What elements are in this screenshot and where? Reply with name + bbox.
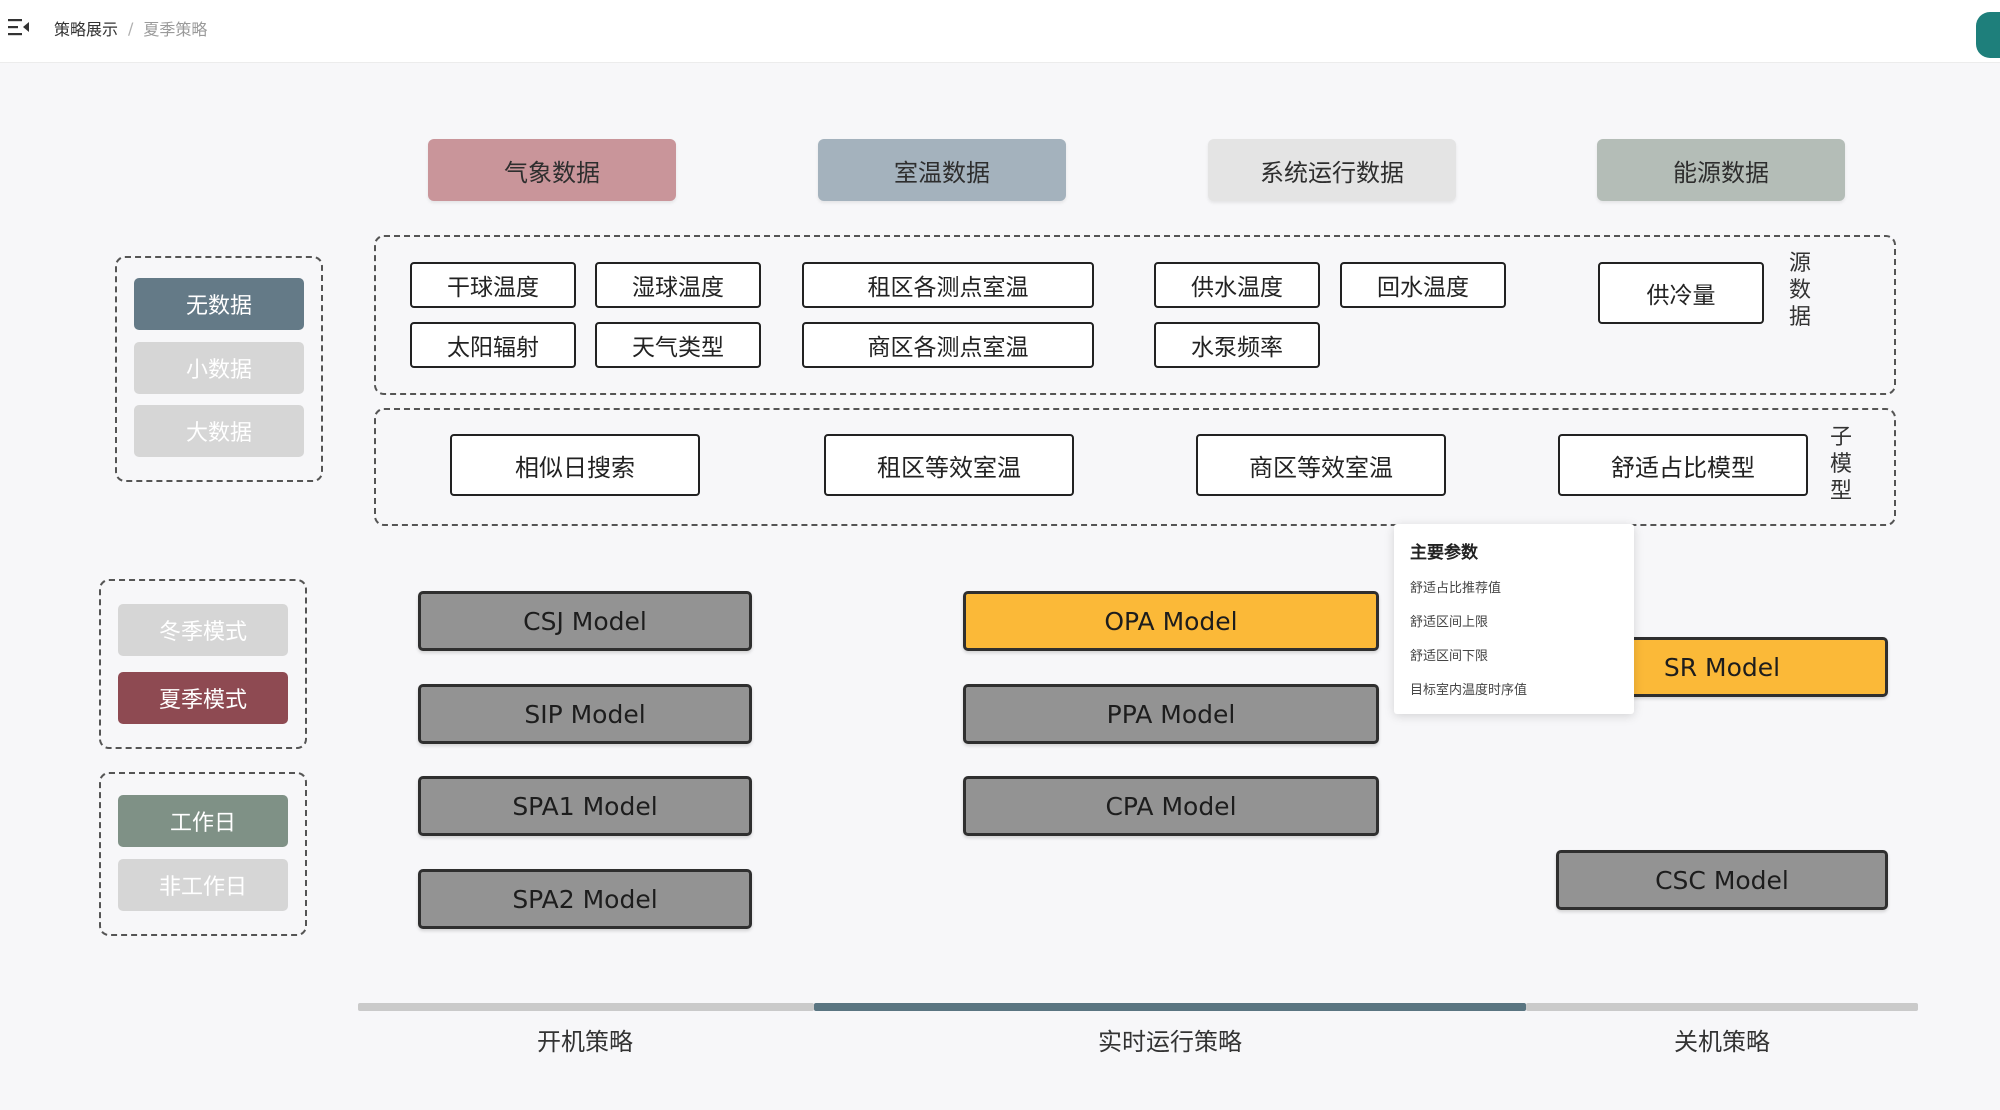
parameter-tooltip: 主要参数 舒适占比推荐值 舒适区间上限 舒适区间下限 目标室内温度时序值 <box>1394 524 1634 714</box>
day-type-group <box>99 772 307 936</box>
header-label: 气象数据 <box>504 158 600 187</box>
option-label: 非工作日 <box>158 875 247 900</box>
winter-mode-button[interactable]: 冬季模式 <box>118 604 288 656</box>
breadcrumb: 策略展示 / 夏季策略 <box>54 16 207 40</box>
top-bar: 策略展示 / 夏季策略 <box>0 0 2000 63</box>
submodel-similar-day-search: 相似日搜索 <box>450 434 700 496</box>
model-ppa[interactable]: PPA Model <box>963 684 1379 744</box>
timeline-segment-realtime <box>814 1003 1526 1011</box>
header-room-temp-data: 室温数据 <box>818 139 1066 201</box>
menu-fold-icon[interactable] <box>8 17 30 37</box>
header-label: 能源数据 <box>1673 158 1769 187</box>
header-label: 室温数据 <box>894 158 990 187</box>
model-csj[interactable]: CSJ Model <box>418 591 752 651</box>
data-size-small-button[interactable]: 小数据 <box>134 342 304 394</box>
feature-supply-water-temp: 供水温度 <box>1154 262 1320 308</box>
feature-pump-frequency: 水泵频率 <box>1154 322 1320 368</box>
feature-return-water-temp: 回水温度 <box>1340 262 1506 308</box>
breadcrumb-current: 夏季策略 <box>143 20 208 39</box>
option-label: 无数据 <box>185 294 252 319</box>
tooltip-item: 舒适区间上限 <box>1410 615 1489 630</box>
sub-model-label: 子模型 <box>1829 425 1852 504</box>
option-label: 小数据 <box>185 358 252 383</box>
timeline-label-realtime: 实时运行策略 <box>1098 1028 1242 1056</box>
feature-wet-bulb-temp: 湿球温度 <box>595 262 761 308</box>
data-size-group <box>115 256 323 482</box>
model-sr[interactable]: SR Model <box>1556 637 1888 697</box>
non-workday-button[interactable]: 非工作日 <box>118 859 288 911</box>
breadcrumb-separator: / <box>128 18 134 38</box>
model-cpa[interactable]: CPA Model <box>963 776 1379 836</box>
summer-mode-button[interactable]: 夏季模式 <box>118 672 288 724</box>
option-label: 夏季模式 <box>158 688 247 713</box>
season-group <box>99 579 307 749</box>
model-sip[interactable]: SIP Model <box>418 684 752 744</box>
breadcrumb-strategy-display[interactable]: 策略展示 <box>54 20 119 39</box>
timeline-label-shutdown: 关机策略 <box>1674 1028 1770 1056</box>
source-data-container <box>374 235 1896 395</box>
feature-dry-bulb-temp: 干球温度 <box>410 262 576 308</box>
workday-button[interactable]: 工作日 <box>118 795 288 847</box>
header-label: 系统运行数据 <box>1260 158 1404 187</box>
submodel-comfort-ratio: 舒适占比模型 <box>1558 434 1808 496</box>
source-data-label: 源数据 <box>1788 251 1811 330</box>
model-spa1[interactable]: SPA1 Model <box>418 776 752 836</box>
data-size-none-button[interactable]: 无数据 <box>134 278 304 330</box>
feature-commercial-area-room-temp: 商区各测点室温 <box>802 322 1094 368</box>
model-csc[interactable]: CSC Model <box>1556 850 1888 910</box>
option-label: 冬季模式 <box>158 620 247 645</box>
header-energy-data: 能源数据 <box>1597 139 1845 201</box>
option-label: 大数据 <box>185 421 252 446</box>
header-system-run-data: 系统运行数据 <box>1208 139 1456 201</box>
user-avatar[interactable] <box>1976 12 2000 58</box>
tooltip-item: 目标室内温度时序值 <box>1410 683 1528 698</box>
timeline-segment-shutdown <box>1526 1003 1918 1011</box>
tooltip-item: 舒适区间下限 <box>1410 649 1489 664</box>
submodel-commercial-equiv-temp: 商区等效室温 <box>1196 434 1446 496</box>
feature-weather-type: 天气类型 <box>595 322 761 368</box>
tooltip-item: 舒适占比推荐值 <box>1410 581 1502 596</box>
feature-rental-area-room-temp: 租区各测点室温 <box>802 262 1094 308</box>
option-label: 工作日 <box>169 811 236 836</box>
sub-model-container <box>374 408 1896 526</box>
data-size-large-button[interactable]: 大数据 <box>134 405 304 457</box>
feature-cooling-supply: 供冷量 <box>1598 262 1764 324</box>
tooltip-title: 主要参数 <box>1410 543 1478 563</box>
submodel-rental-equiv-temp: 租区等效室温 <box>824 434 1074 496</box>
model-opa[interactable]: OPA Model <box>963 591 1379 651</box>
timeline-label-start: 开机策略 <box>537 1028 633 1056</box>
model-spa2[interactable]: SPA2 Model <box>418 869 752 929</box>
header-weather-data: 气象数据 <box>428 139 676 201</box>
feature-solar-radiation: 太阳辐射 <box>410 322 576 368</box>
timeline-segment-start <box>358 1003 814 1011</box>
